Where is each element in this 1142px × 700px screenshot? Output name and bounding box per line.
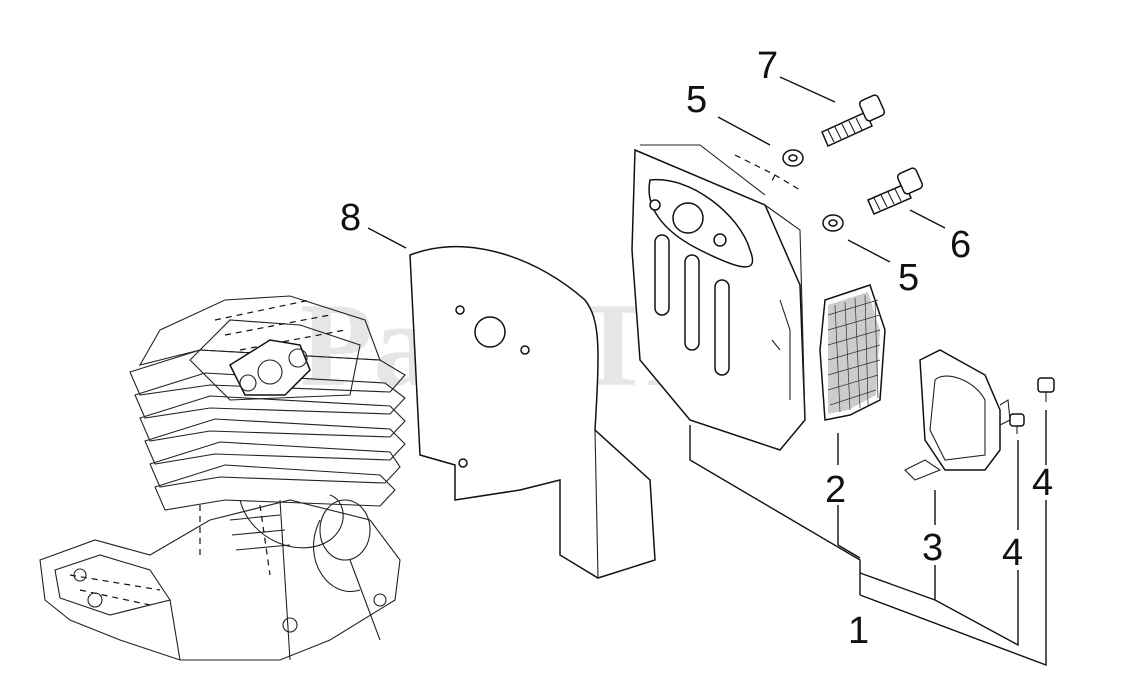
engine-cylinder-illustration <box>39 295 406 661</box>
spark-arrestor-screen <box>819 284 886 421</box>
bolt-7 <box>821 94 886 147</box>
callout-4-right: 4 <box>1032 462 1053 504</box>
callout-1: 1 <box>848 610 869 652</box>
callout-3: 3 <box>922 527 943 569</box>
callout-6: 6 <box>950 224 971 266</box>
washer-5-lower <box>822 214 844 232</box>
callout-8: 8 <box>340 197 361 239</box>
callout-4-left: 4 <box>1002 532 1023 574</box>
screw-4-right <box>1037 377 1055 402</box>
callout-5-lower: 5 <box>898 257 919 299</box>
callout-7: 7 <box>757 45 778 87</box>
alignment-line-upper <box>734 154 801 191</box>
callout-5-upper: 5 <box>686 79 707 121</box>
screw-4-left <box>1009 413 1025 434</box>
washer-5-upper <box>782 149 804 167</box>
muffler-body <box>631 144 806 451</box>
callout-2: 2 <box>825 469 846 511</box>
muffler-cover <box>904 349 1011 481</box>
heat-shield-plate <box>409 245 656 579</box>
bolt-6 <box>867 167 924 215</box>
leader-lines <box>367 76 1047 667</box>
